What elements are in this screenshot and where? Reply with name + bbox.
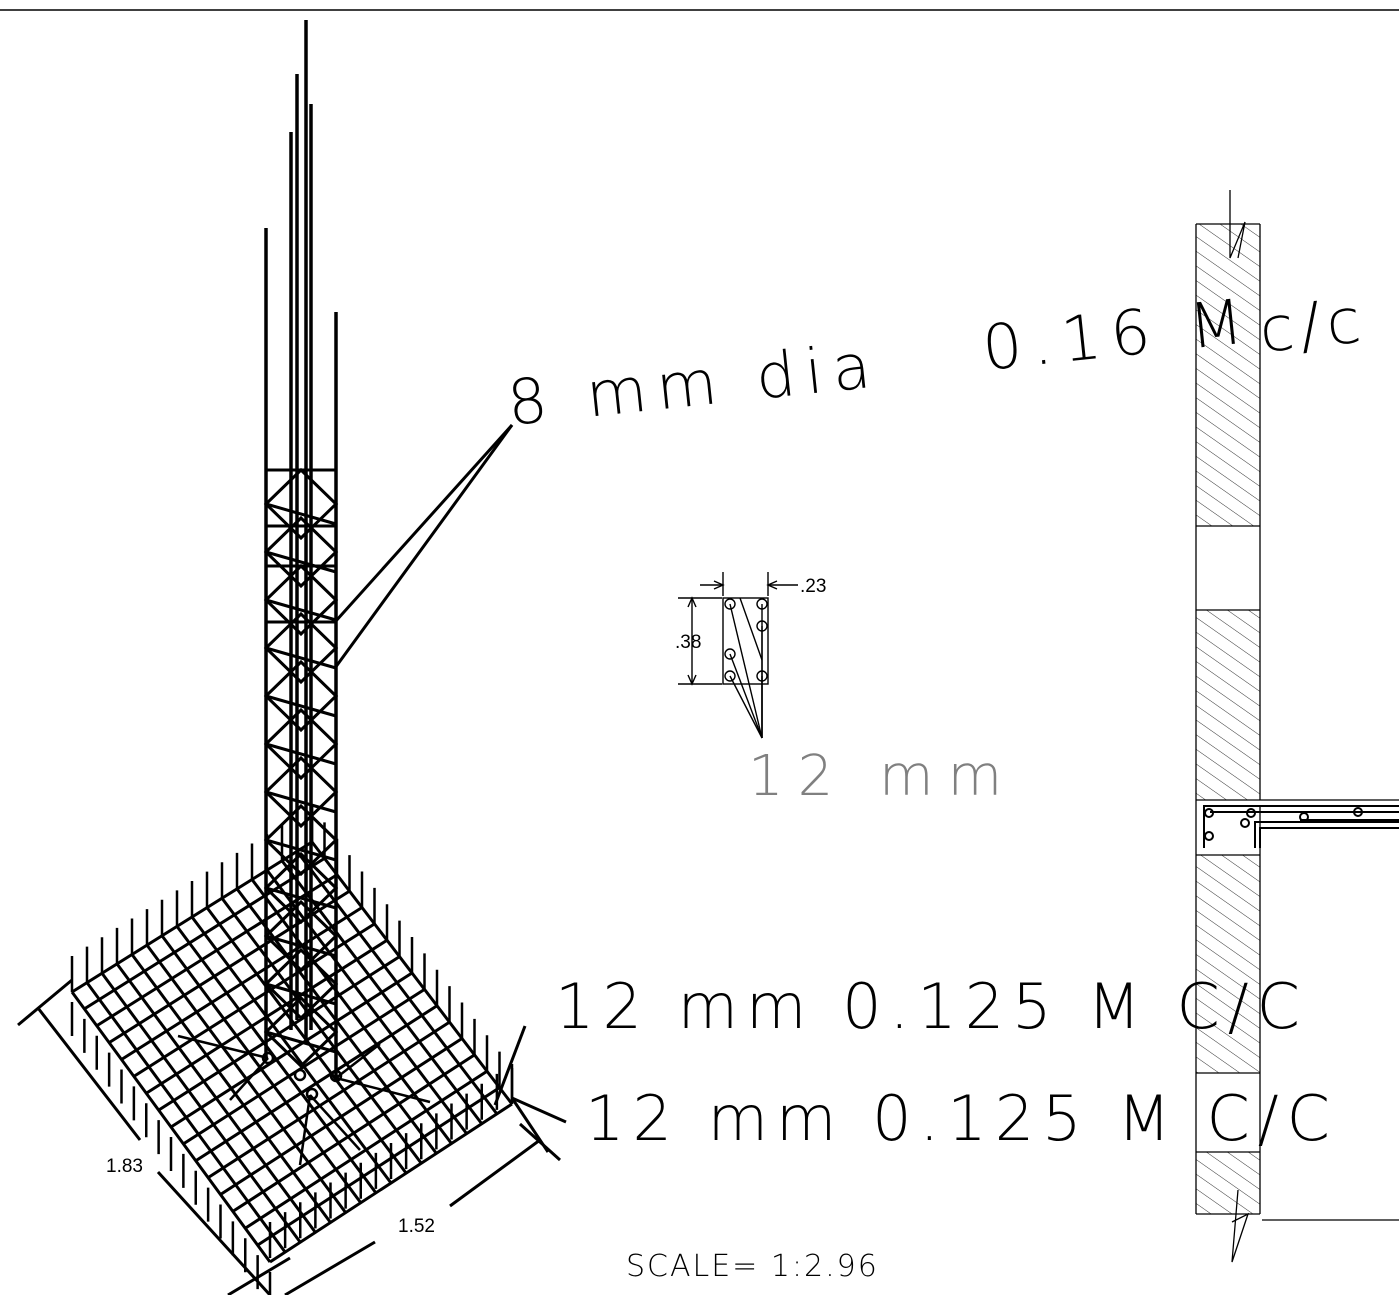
- mesh-bar: [256, 1086, 501, 1247]
- stirrup-tie: [263, 851, 339, 925]
- stirrup-cross: [265, 502, 337, 526]
- stirrup-cross: [265, 886, 337, 910]
- stirrup-leader: [333, 423, 514, 669]
- stirrup-tie: [263, 707, 339, 781]
- stirrup-tie: [263, 467, 339, 541]
- mesh-bar: [194, 1004, 438, 1163]
- mesh-bar: [219, 1037, 463, 1196]
- mesh-bar: [232, 1053, 476, 1213]
- wall-section: [1195, 190, 1399, 1263]
- stirrup-label: 8 mm dia: [504, 328, 884, 440]
- dim-section-depth: .38: [675, 632, 701, 653]
- mesh-bar: [280, 859, 483, 1125]
- wall-cc-label: c/c: [1256, 283, 1370, 367]
- scale-label: SCALE= 1:2.96: [626, 1249, 879, 1284]
- stirrup-cross: [265, 790, 337, 814]
- stirrup-tie: [263, 995, 339, 1069]
- stirrup-cross: [265, 934, 337, 958]
- stirrup-tie: [263, 515, 339, 589]
- column-base-bends: [177, 1034, 431, 1166]
- mesh-bar: [265, 869, 468, 1135]
- slab-rebar: [1203, 805, 1399, 848]
- stirrup-tie: [263, 803, 339, 877]
- mesh-top-label: 12 mm 0.125 M C/C: [555, 970, 1308, 1043]
- stirrup-cross: [265, 694, 337, 718]
- mesh-bar: [269, 1102, 513, 1264]
- stirrup-cross: [265, 598, 337, 622]
- stirrup-cross: [265, 646, 337, 670]
- footing-dimensions: [17, 978, 562, 1295]
- mesh-bar: [295, 850, 499, 1115]
- stirrup-tie: [263, 563, 339, 637]
- column-bar-label: 12 mm: [748, 744, 1016, 809]
- mesh-bar: [205, 906, 408, 1175]
- stirrup-cross: [265, 838, 337, 862]
- stirrup-tie: [263, 659, 339, 733]
- stirrup-tie: [264, 468, 338, 528]
- dim-footing-width: 1.52: [398, 1216, 435, 1237]
- dim-section-width: .23: [800, 576, 826, 597]
- mesh-bar: [220, 897, 423, 1165]
- mesh-bar: [182, 988, 426, 1146]
- stirrup-tie: [263, 611, 339, 685]
- mesh-bar: [207, 1020, 451, 1179]
- mesh-bar: [190, 916, 393, 1184]
- stirrup-cross: [265, 742, 337, 766]
- stirrup-tie: [263, 947, 339, 1021]
- dim-footing-length: 1.83: [106, 1156, 143, 1177]
- stirrup-cross: [265, 550, 337, 574]
- stirrup-tie: [264, 564, 338, 624]
- stirrup-cross: [265, 1030, 337, 1054]
- mesh-bottom-label: 12 mm 0.125 M C/C: [585, 1082, 1338, 1155]
- mesh-bar: [244, 1069, 488, 1230]
- stirrup-tie: [263, 755, 339, 829]
- stirrup-cross: [265, 982, 337, 1006]
- column-section: [678, 572, 798, 739]
- column-stirrups: [263, 467, 339, 1069]
- stirrup-tie: [263, 899, 339, 973]
